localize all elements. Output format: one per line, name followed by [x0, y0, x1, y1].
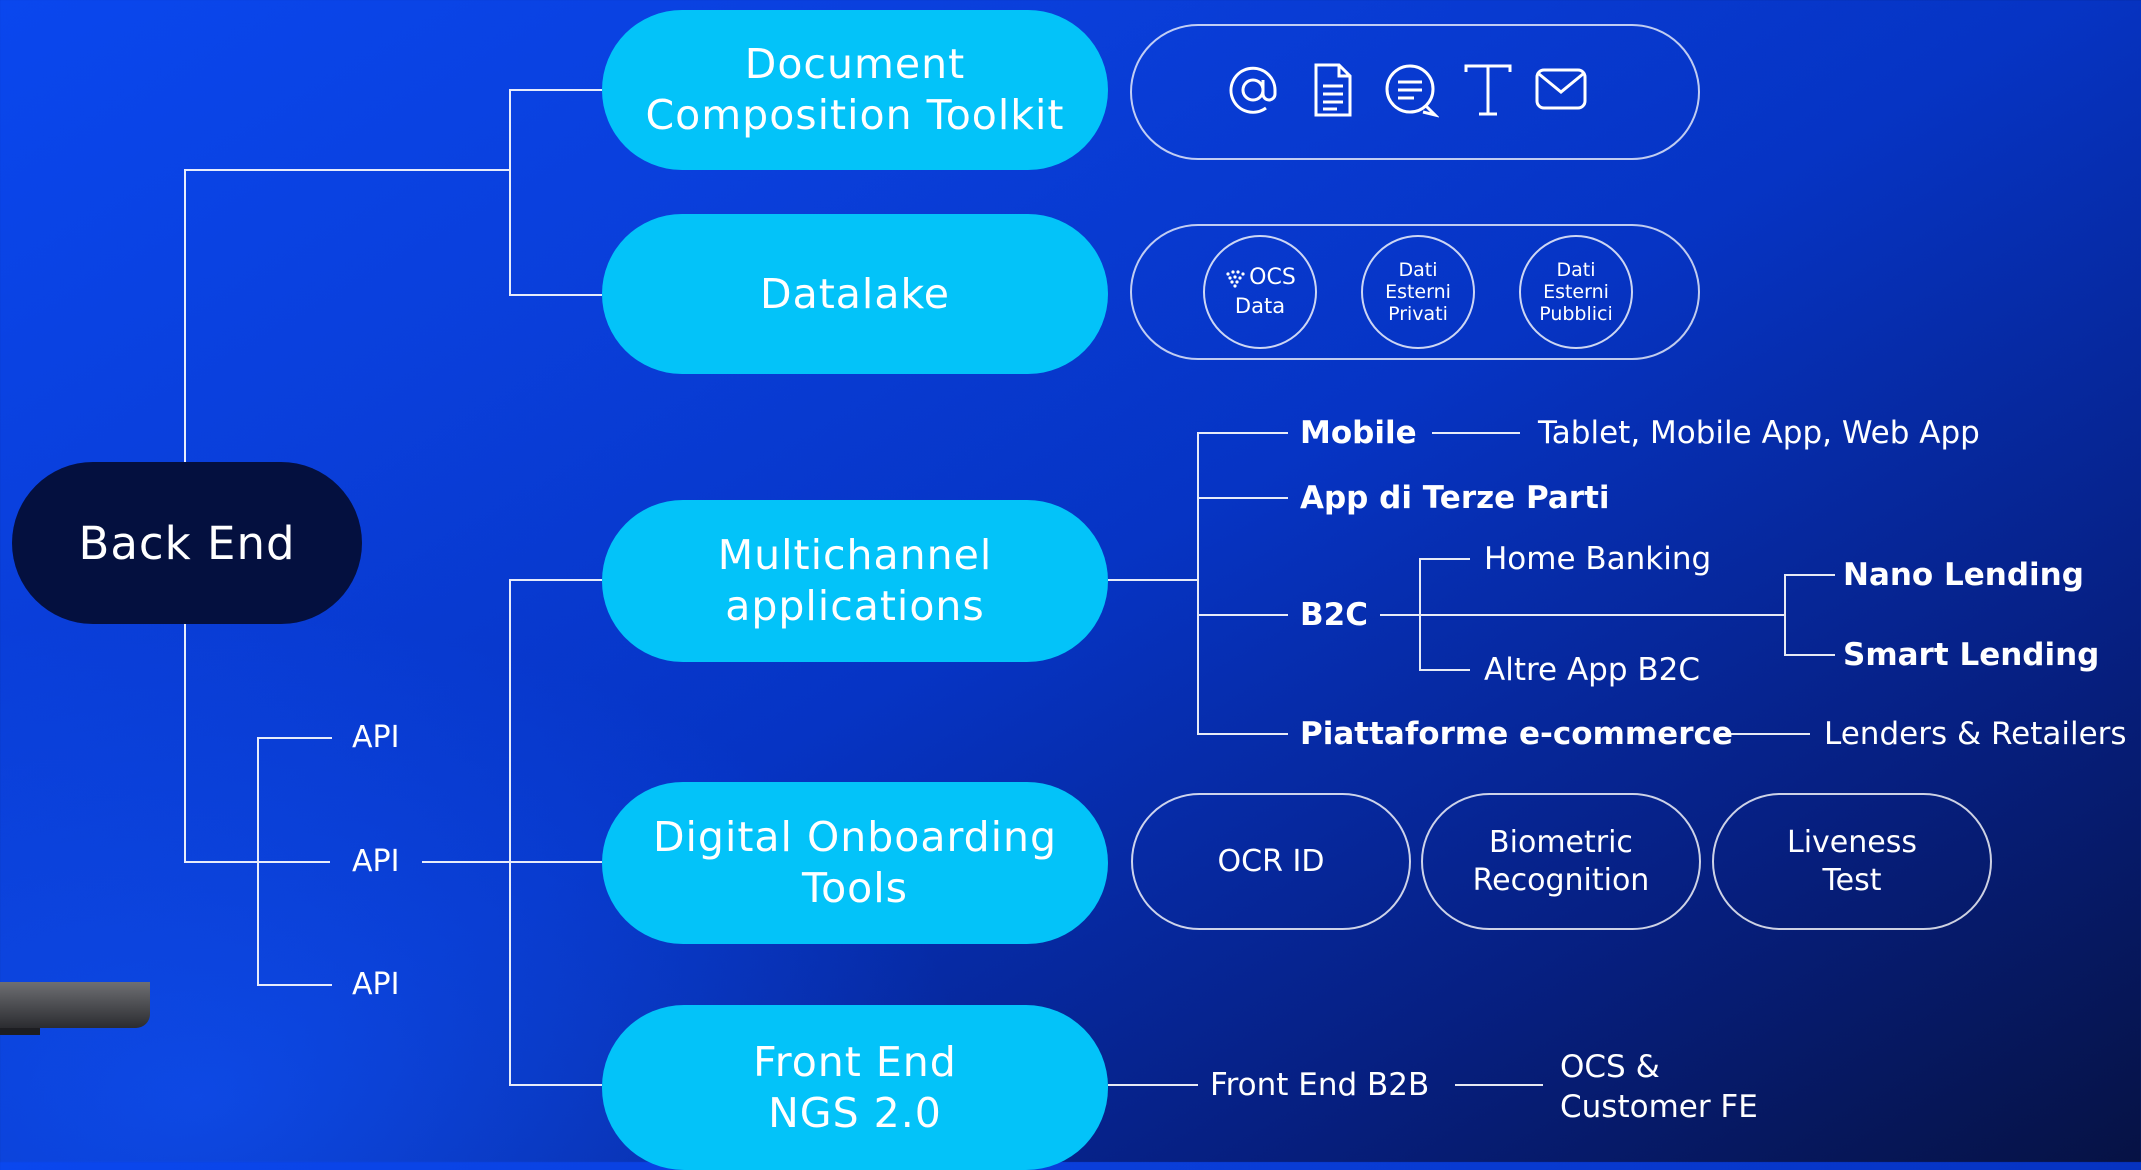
multichannel-line2: applications — [725, 582, 985, 630]
api-label-middle: API — [352, 844, 400, 879]
channel-third-party-apps[interactable]: App di Terze Parti — [1300, 480, 1610, 516]
doc-toolkit-line2: Composition Toolkit — [645, 91, 1065, 139]
liveness-line2: Test — [1822, 862, 1882, 898]
back-end-node[interactable]: Back End — [12, 462, 362, 624]
ocs-data-source[interactable]: OCS Data — [1203, 235, 1317, 349]
ocs-customer-fe-line1: OCS & — [1560, 1049, 1660, 1085]
privati-line2: Esterni — [1385, 281, 1451, 303]
text-t-icon — [1464, 64, 1512, 116]
document-composition-toolkit-node[interactable]: Document Composition Toolkit — [602, 10, 1108, 170]
pubblici-line3: Pubblici — [1539, 303, 1613, 325]
datalake-sources-outline — [1130, 224, 1700, 360]
doc-toolkit-line1: Document — [744, 40, 966, 88]
ocr-id-tool[interactable]: OCR ID — [1131, 793, 1411, 930]
privati-line3: Privati — [1388, 303, 1448, 325]
liveness-line1: Liveness — [1787, 824, 1917, 860]
back-end-label: Back End — [78, 516, 296, 570]
biometric-recognition-tool[interactable]: Biometric Recognition — [1421, 793, 1701, 930]
b2c-home-banking[interactable]: Home Banking — [1484, 541, 1712, 577]
ocs-customer-fe-line2: Customer FE — [1560, 1089, 1758, 1125]
nano-lending[interactable]: Nano Lending — [1843, 557, 2084, 593]
at-sign-icon — [1229, 66, 1277, 114]
datalake-label: Datalake — [760, 269, 950, 318]
pubblici-line2: Esterni — [1543, 281, 1609, 303]
channel-mobile[interactable]: Mobile — [1300, 415, 1417, 451]
ocr-id-label: OCR ID — [1217, 843, 1325, 879]
onboarding-line2: Tools — [802, 864, 908, 912]
ocs-logo-icon — [1226, 270, 1245, 288]
channel-b2c[interactable]: B2C — [1300, 597, 1368, 633]
pubblici-line1: Dati — [1556, 259, 1596, 281]
channel-mobile-detail: Tablet, Mobile App, Web App — [1538, 415, 1980, 451]
liveness-test-tool[interactable]: Liveness Test — [1712, 793, 1992, 930]
channel-ecommerce-detail: Lenders & Retailers — [1824, 716, 2127, 752]
datalake-node[interactable]: Datalake — [602, 214, 1108, 374]
dati-esterni-privati-source[interactable]: Dati Esterni Privati — [1361, 235, 1475, 349]
frontend-line2: NGS 2.0 — [768, 1088, 942, 1137]
ocs-customer-fe[interactable]: OCS & Customer FE — [1560, 1047, 1758, 1127]
ocs-sub: Data — [1234, 294, 1286, 318]
doc-channels-outline — [1130, 24, 1700, 160]
smart-lending[interactable]: Smart Lending — [1843, 637, 2100, 673]
biometric-line1: Biometric — [1489, 824, 1633, 860]
api-label-bottom: API — [352, 967, 400, 1002]
biometric-line2: Recognition — [1472, 862, 1650, 898]
doc-channel-icons — [1225, 62, 1587, 122]
laptop-device-foot — [0, 1028, 40, 1035]
ocs-brand: OCS — [1249, 265, 1296, 290]
onboarding-line1: Digital Onboarding — [652, 813, 1058, 861]
front-end-ngs-node[interactable]: Front End NGS 2.0 — [602, 1005, 1108, 1170]
document-icon — [1314, 63, 1352, 117]
privati-line1: Dati — [1398, 259, 1438, 281]
envelope-icon — [1535, 68, 1587, 110]
channel-ecommerce[interactable]: Piattaforme e-commerce — [1300, 716, 1733, 752]
api-label-top: API — [352, 720, 400, 755]
dati-esterni-pubblici-source[interactable]: Dati Esterni Pubblici — [1519, 235, 1633, 349]
frontend-line1: Front End — [753, 1037, 957, 1086]
digital-onboarding-tools-node[interactable]: Digital Onboarding Tools — [602, 782, 1108, 944]
multichannel-line1: Multichannel — [717, 531, 993, 579]
chat-bubble-icon — [1385, 64, 1439, 118]
laptop-device-image — [0, 982, 150, 1028]
multichannel-applications-node[interactable]: Multichannel applications — [602, 500, 1108, 662]
front-end-b2b[interactable]: Front End B2B — [1210, 1067, 1430, 1103]
b2c-other-apps[interactable]: Altre App B2C — [1484, 652, 1701, 688]
